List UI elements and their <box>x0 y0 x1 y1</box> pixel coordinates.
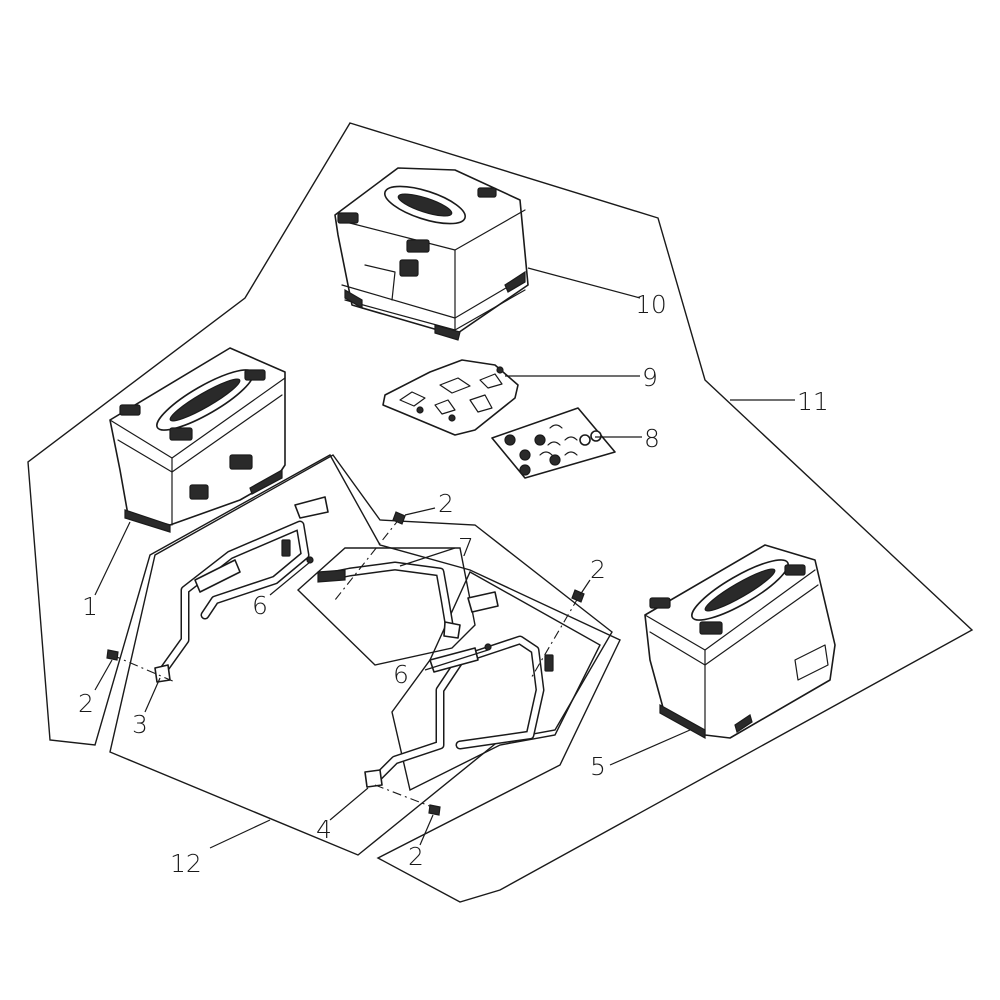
leader-6b <box>424 649 489 671</box>
leader-4 <box>329 787 369 821</box>
axis-2b <box>334 517 401 601</box>
leader-12 <box>209 819 271 849</box>
top-rack-plate[interactable] <box>382 359 519 436</box>
callout-2b: 2 <box>438 489 454 518</box>
leader-3 <box>144 677 161 713</box>
callout-8: 8 <box>644 424 660 453</box>
callout-7: 7 <box>458 533 474 562</box>
left-side-case[interactable] <box>109 347 286 533</box>
leader-7 <box>399 547 456 567</box>
axis-2d <box>374 784 441 811</box>
callout-1: 1 <box>82 592 98 621</box>
right-side-case[interactable] <box>644 544 836 740</box>
bolt-2d[interactable] <box>428 804 441 816</box>
bolt-2b[interactable] <box>392 511 406 525</box>
callout-2a: 2 <box>78 689 94 718</box>
group-outline-right-frame <box>391 571 601 792</box>
leader-10 <box>527 267 641 299</box>
callout-6a: 6 <box>252 591 268 620</box>
leader-6a <box>269 561 311 596</box>
group-outline-11 <box>27 122 974 903</box>
right-pannier-frame[interactable] <box>364 591 554 788</box>
leader-2b <box>404 507 436 516</box>
leader-1 <box>94 521 131 596</box>
bolt-2a[interactable] <box>106 649 119 661</box>
callout-11: 11 <box>797 387 829 416</box>
left-pannier-frame[interactable] <box>154 496 329 683</box>
hardware-kit[interactable] <box>491 407 616 479</box>
leader-2d <box>419 814 434 846</box>
callout-5: 5 <box>590 752 606 781</box>
callout-2d: 2 <box>408 842 424 871</box>
callout-10: 10 <box>635 290 667 319</box>
top-case[interactable] <box>334 167 529 341</box>
leader-2a <box>94 659 113 691</box>
axis-2c <box>529 597 579 681</box>
callout-3: 3 <box>132 710 148 739</box>
rear-crossbar[interactable] <box>317 561 461 639</box>
group-outline-7 <box>296 547 476 666</box>
callout-6b: 6 <box>393 660 409 689</box>
leader-2c <box>579 579 591 596</box>
leader-5 <box>609 729 691 766</box>
callout-2c: 2 <box>590 555 606 584</box>
callout-9: 9 <box>642 363 658 392</box>
callout-4-text: 4 <box>316 815 332 844</box>
axis-2a <box>111 654 176 683</box>
callout-12: 12 <box>170 849 202 878</box>
